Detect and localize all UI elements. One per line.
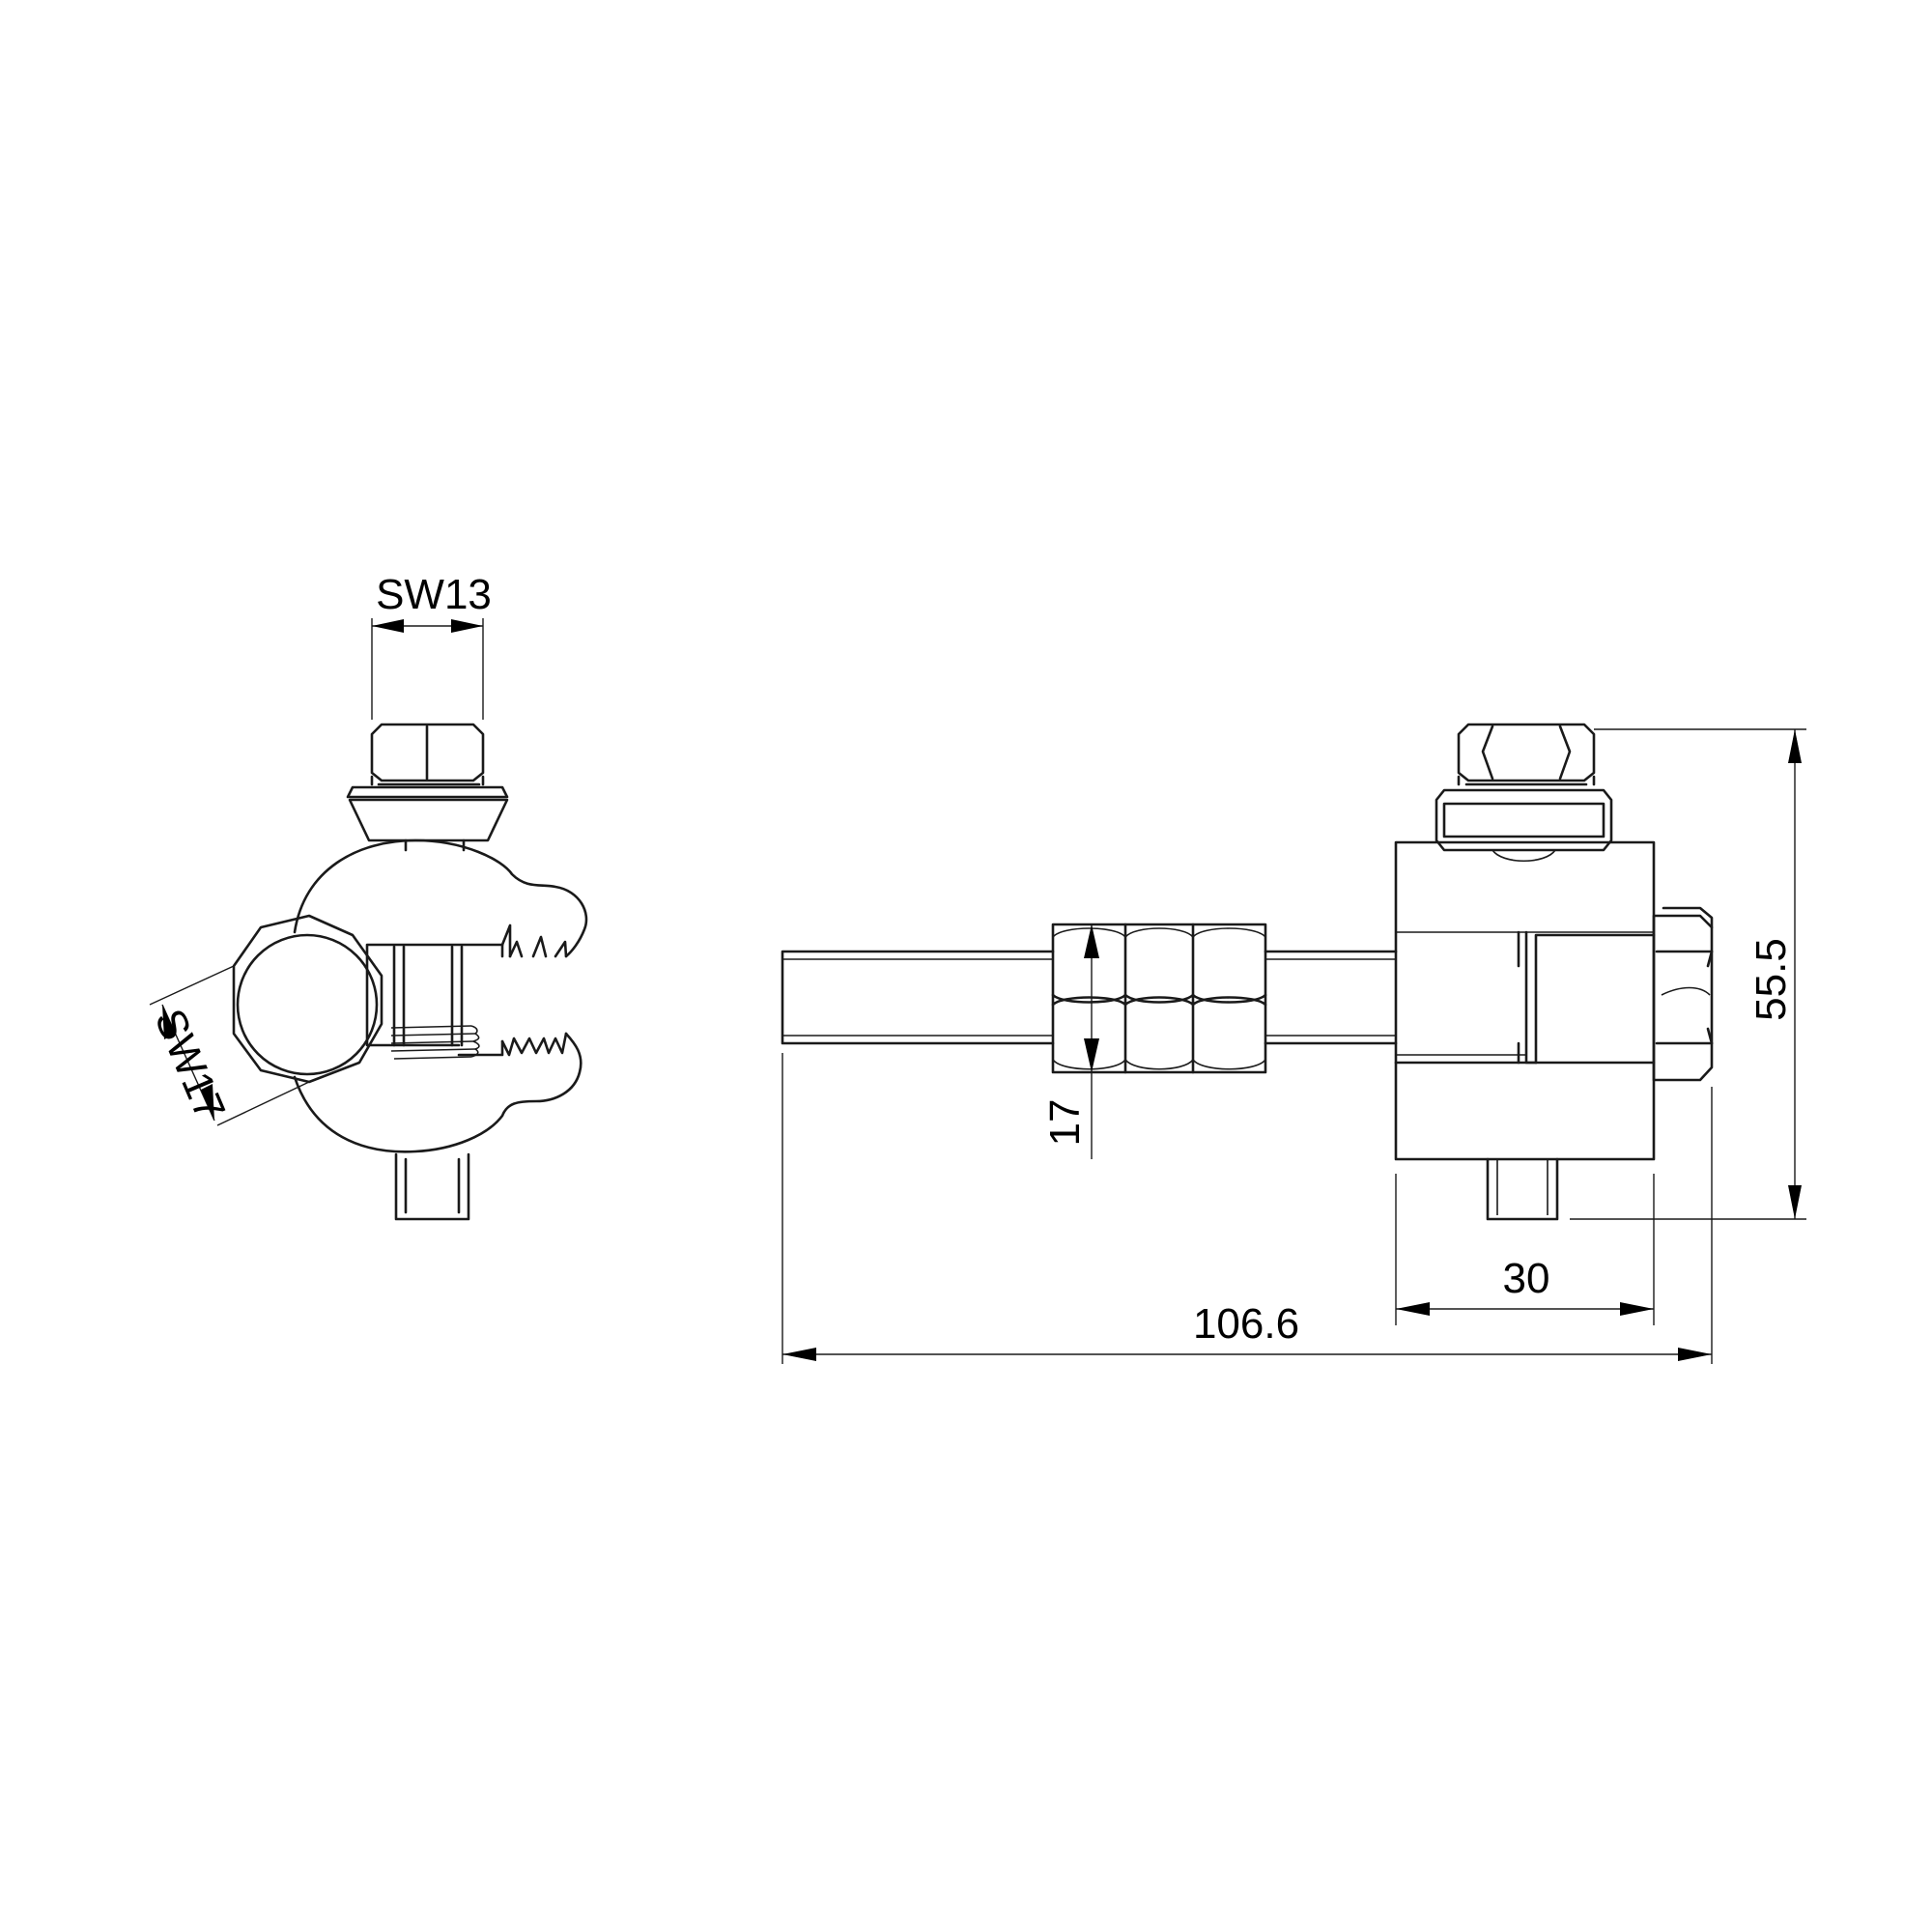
dimension-55-5: 55.5 (1570, 728, 1806, 1220)
side-nut (1652, 906, 1714, 1082)
dimension-sw17: SW17 (145, 965, 310, 1127)
vertical-bolt-end-view (392, 945, 470, 1221)
dim-sw13-label: SW13 (376, 571, 492, 618)
dimension-17: 17 (1041, 924, 1099, 1159)
top-nut-end-view (346, 723, 509, 842)
dimension-sw13: SW13 (371, 571, 492, 720)
coupling-nut (1051, 923, 1267, 1074)
dimension-30: 30 (1395, 1174, 1655, 1325)
dim-55-5-label: 55.5 (1747, 938, 1795, 1021)
dimension-106-6: 106.6 (781, 1053, 1713, 1364)
end-view: SW13 SW17 (145, 571, 588, 1221)
dim-17-label: 17 (1041, 1099, 1089, 1147)
threaded-rod (781, 950, 1398, 1045)
bottom-bolt-stub (1486, 1157, 1559, 1221)
spring (390, 1025, 480, 1060)
clamp-block (1394, 840, 1656, 1161)
hex-nut-sw17 (232, 914, 384, 1084)
dim-30-label: 30 (1503, 1255, 1550, 1302)
side-view: 17 (781, 723, 1806, 1364)
top-nut-side-view (1435, 723, 1613, 863)
clamp-body (293, 838, 588, 1153)
dim-106-6-label: 106.6 (1193, 1300, 1299, 1348)
dim-sw17-label: SW17 (145, 1003, 234, 1127)
